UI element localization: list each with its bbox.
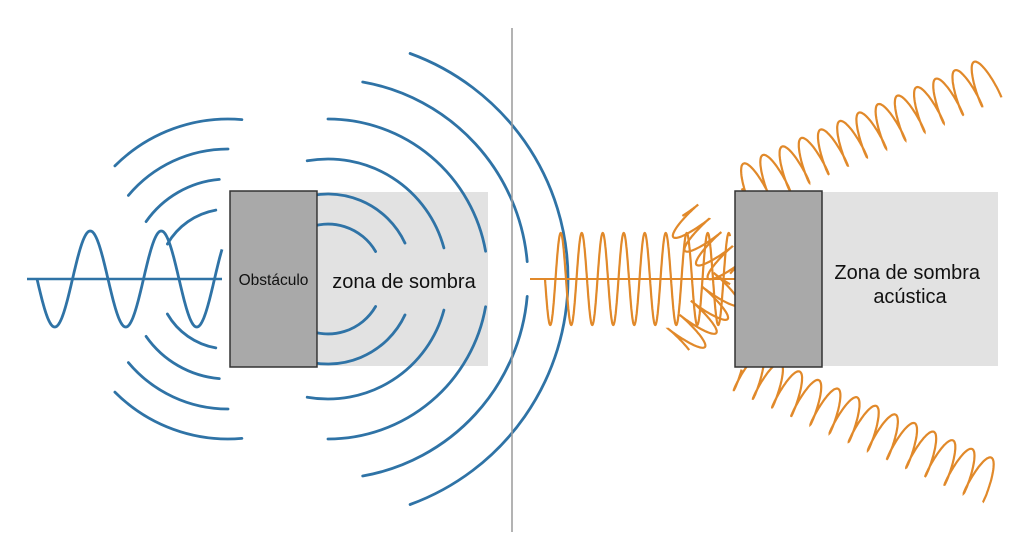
right-panel: Zona de sombra acústica: [530, 60, 1003, 504]
right-shadow-label-line2: acústica: [873, 286, 947, 308]
right-incoming-wave: [543, 231, 732, 327]
wavefront-arc-lower: [305, 308, 446, 401]
right-obstacle: [734, 190, 823, 368]
right-shadow-zone-label: Zona de sombra acústica: [834, 262, 985, 308]
right-lower-edge-wave: [732, 353, 995, 504]
right-reflected-wave-upper: [671, 203, 746, 281]
wavefront-arc-lower: [408, 277, 570, 506]
wavefront-arc-upper: [127, 147, 230, 197]
wavefront-arc-upper: [326, 117, 487, 253]
right-shadow-label-line1: Zona de sombra: [834, 262, 981, 284]
wavefront-arc-upper: [166, 208, 218, 246]
right-shadow-zone: [822, 192, 998, 366]
wavefront-arc-upper: [113, 117, 244, 168]
left-incoming-wave: [35, 229, 224, 329]
left-shadow-zone: [318, 192, 488, 366]
wavefront-arc-lower: [166, 312, 218, 350]
wavefront-arc-lower: [326, 305, 487, 441]
left-obstacle: [229, 190, 318, 368]
right-upper-edge-wave: [739, 60, 1003, 210]
wavefront-arc-lower: [127, 361, 230, 411]
wavefront-arc-lower: [361, 295, 529, 478]
wavefront-arc-upper: [144, 178, 221, 223]
obstacle-label: Obstáculo: [239, 272, 309, 289]
wavefront-arc-upper: [361, 80, 529, 263]
left-shadow-zone-label: zona de sombra: [332, 271, 476, 293]
wavefront-arc-upper: [305, 157, 446, 250]
left-panel: Obstáculo zona de sombra: [27, 52, 570, 506]
wavefront-arc-lower: [144, 335, 221, 380]
wavefront-arc-lower: [113, 390, 244, 441]
left-diffracted-wavefronts: [113, 52, 570, 506]
wavefront-arc-upper: [408, 52, 570, 281]
